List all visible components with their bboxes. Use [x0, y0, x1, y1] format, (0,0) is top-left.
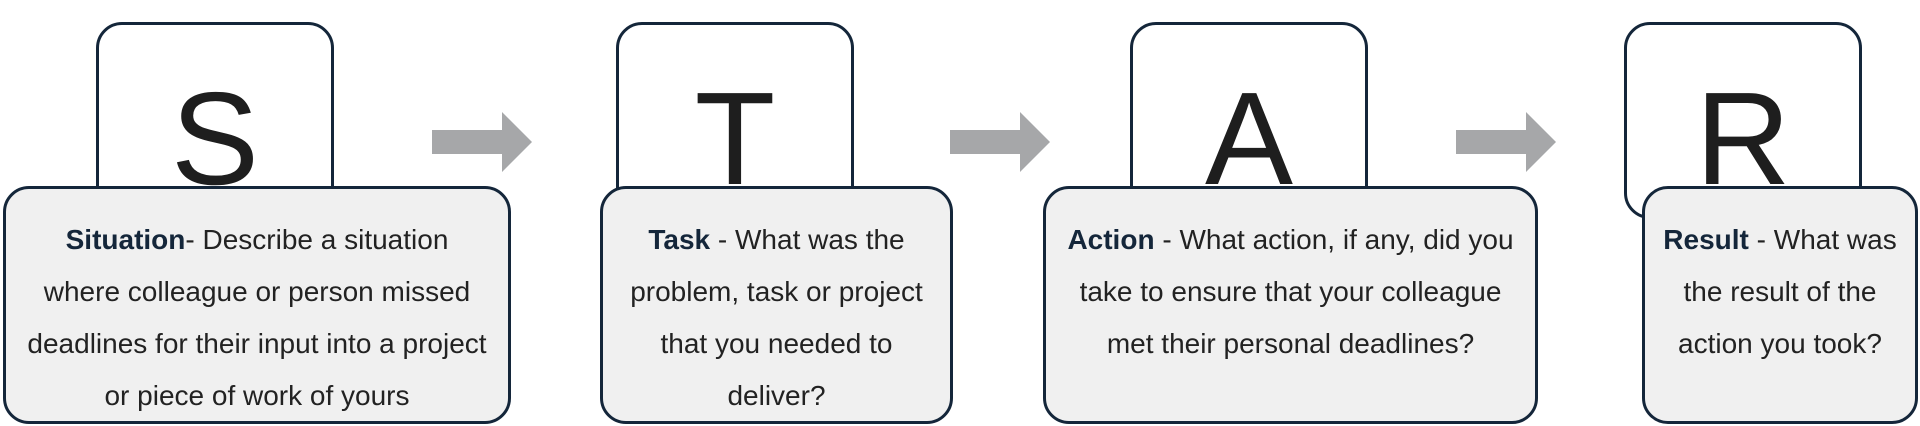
right-arrow-icon	[1456, 112, 1556, 172]
separator-task: -	[710, 224, 735, 255]
term-task: Task	[648, 224, 711, 255]
description-situation: Describe a situation where colleague or …	[27, 224, 487, 411]
term-action: Action	[1067, 224, 1155, 255]
description-task: What was the problem, task or project th…	[630, 224, 923, 411]
description-action: What action, if any, did you take to ens…	[1079, 224, 1514, 359]
letter-a: A	[1204, 65, 1294, 212]
letter-r: R	[1695, 65, 1791, 212]
right-arrow-icon	[432, 112, 532, 172]
letter-s: S	[170, 65, 260, 212]
description-box-result: Result - What was the result of the acti…	[1642, 186, 1918, 424]
separator-situation: -	[185, 224, 203, 255]
term-result: Result	[1663, 224, 1749, 255]
letter-t: T	[694, 65, 776, 212]
separator-action: -	[1154, 224, 1180, 255]
description-box-situation: Situation- Describe a situation where co…	[3, 186, 511, 424]
description-box-action: Action - What action, if any, did you ta…	[1043, 186, 1538, 424]
separator-result: -	[1748, 224, 1774, 255]
right-arrow-icon	[950, 112, 1050, 172]
description-box-task: Task - What was the problem, task or pro…	[600, 186, 953, 424]
description-result: What was the result of the action you to…	[1678, 224, 1897, 359]
term-situation: Situation	[65, 224, 186, 255]
